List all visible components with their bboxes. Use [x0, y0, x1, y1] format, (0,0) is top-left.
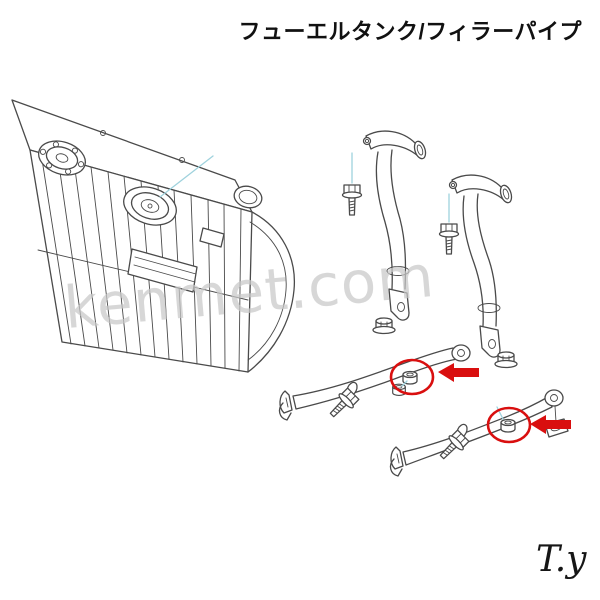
sender-hub	[55, 153, 69, 163]
grommet-2	[500, 418, 516, 433]
filler-cap-inner	[238, 189, 258, 205]
tank-strap-1	[278, 344, 471, 421]
pipe2-mid-flange	[477, 303, 501, 313]
strap2-eye-hole	[550, 394, 558, 402]
mount-pad	[199, 227, 225, 248]
pipe1-inlet-hole	[364, 138, 370, 144]
tank-hole-2	[179, 157, 185, 163]
sender-ring-inner	[45, 146, 79, 170]
filler-pipe-1	[362, 130, 427, 321]
strap1-left-fitting	[279, 390, 293, 414]
sender-bolt	[52, 141, 59, 148]
pipe1-tube	[375, 151, 393, 290]
pipe2-tube	[476, 193, 497, 327]
pipe1-foot	[388, 288, 410, 321]
pipe2-inlet	[448, 180, 458, 190]
leader-line	[496, 406, 504, 420]
highlight-circle-1	[389, 358, 435, 396]
fuel-tank	[11, 99, 296, 373]
bolt-1	[341, 184, 363, 216]
strap1-hook	[278, 402, 292, 421]
strap2-hook	[389, 458, 403, 477]
pump-ring	[123, 186, 177, 226]
nut-1	[372, 317, 396, 335]
pump-ring-outer	[123, 186, 177, 226]
sender-ring	[37, 140, 87, 176]
pipe1-flange-hole	[416, 144, 424, 156]
tank-hole-1	[100, 130, 106, 136]
nut-2	[494, 351, 518, 369]
pipe1-tube	[390, 149, 407, 290]
page-title: フューエルタンク/フィラーパイプ	[238, 19, 582, 44]
pipe2-flange-hole	[502, 188, 510, 200]
bolt-2	[438, 223, 460, 255]
pipe1-flange	[413, 140, 427, 160]
pump-ring-inner	[140, 199, 160, 213]
tank-strap-2	[389, 389, 569, 477]
highlight-circle-2	[486, 406, 532, 444]
sender-bolt	[46, 162, 53, 169]
pipe1-mid-flange	[386, 266, 410, 276]
pipe2-foot	[479, 325, 501, 358]
tank-end-face	[247, 211, 296, 373]
strap1-left-slot	[285, 397, 289, 408]
pipe1-inlet	[362, 136, 372, 146]
filler-pipe-2	[448, 174, 513, 358]
sender-bolt	[39, 148, 47, 155]
strap1-eye-hole	[457, 349, 465, 357]
highlight-arrow-2	[530, 415, 571, 434]
highlight-arrow-1	[438, 363, 479, 382]
pump-ring-center	[147, 203, 153, 209]
strap1-eye	[451, 344, 471, 362]
pipe2-inlet-hole	[450, 182, 456, 188]
leader-line	[401, 380, 408, 387]
leader-lines	[159, 152, 504, 420]
pump-ring-mid	[130, 192, 170, 220]
strap2-left-fitting	[390, 446, 404, 470]
leader-line	[159, 155, 214, 198]
sender-ring-outer	[37, 140, 87, 176]
pipe2-tube	[462, 195, 484, 327]
heat-shield-ribs	[133, 256, 197, 283]
filler-cap	[233, 185, 263, 209]
pipe2-foot-hole	[488, 339, 496, 349]
sender-bolt	[71, 147, 78, 154]
tank-end-rim	[247, 221, 287, 361]
pipe2-flange	[499, 184, 513, 204]
pipe1-foot-hole	[397, 302, 405, 312]
sender-bolt	[77, 161, 85, 168]
strap2-link	[554, 405, 557, 423]
strap2-eye	[544, 389, 564, 407]
strap2-left-slot	[396, 453, 400, 464]
logo-signature: T.y	[536, 539, 587, 580]
sender-bolt	[65, 168, 72, 175]
